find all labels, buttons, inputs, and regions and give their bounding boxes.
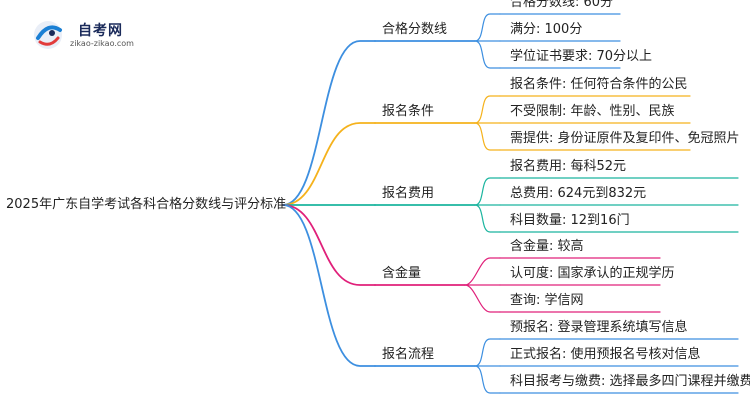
branch-connector xyxy=(282,204,376,286)
leaf-node: 正式报名: 使用预报名号核对信息 xyxy=(510,347,701,362)
branch-node: 报名流程 xyxy=(382,347,435,362)
leaf-connector xyxy=(474,177,501,206)
leaf-connector xyxy=(464,284,501,313)
logo-title: 自考网 xyxy=(78,23,123,39)
leaf-node: 报名条件: 任何符合条件的公民 xyxy=(510,77,688,92)
leaf-connector xyxy=(474,338,501,367)
leaf-node: 查询: 学信网 xyxy=(510,293,584,308)
leaf-node: 科目数量: 12到16门 xyxy=(510,213,630,228)
logo-icon xyxy=(34,21,62,49)
leaf-node: 报名费用: 每科52元 xyxy=(510,159,627,174)
leaf-node: 学位证书要求: 70分以上 xyxy=(510,49,653,64)
branch-node: 报名费用 xyxy=(382,186,435,201)
leaf-connector xyxy=(474,365,501,394)
branch-connector xyxy=(282,122,376,206)
leaf-connector xyxy=(474,204,501,233)
leaf-node: 认可度: 国家承认的正规学历 xyxy=(510,266,675,281)
logo-url: zikao-zikao.com xyxy=(70,39,134,48)
leaf-connector xyxy=(474,95,501,124)
branch-node: 含金量 xyxy=(382,266,422,281)
leaf-node: 合格分数线: 60分 xyxy=(510,0,614,10)
leaf-connector xyxy=(474,13,501,42)
branch-node: 合格分数线 xyxy=(382,22,448,37)
branch-connector xyxy=(282,40,376,206)
leaf-connector xyxy=(474,40,501,69)
leaf-node: 预报名: 登录管理系统填写信息 xyxy=(510,320,688,335)
leaf-node: 需提供: 身份证原件及复印件、免冠照片 xyxy=(510,131,740,146)
leaf-node: 满分: 100分 xyxy=(510,22,583,37)
leaf-node: 含金量: 较高 xyxy=(510,239,584,254)
logo: 自考网 zikao-zikao.com xyxy=(30,18,140,52)
root-node: 2025年广东自学考试各科合格分数线与评分标准 xyxy=(6,197,287,212)
branch-node: 报名条件 xyxy=(382,104,435,119)
leaf-node: 总费用: 624元到832元 xyxy=(510,186,647,201)
leaf-node: 不受限制: 年龄、性别、民族 xyxy=(510,104,675,119)
branch-connector xyxy=(282,204,376,367)
leaf-connector xyxy=(464,257,501,286)
leaf-connector xyxy=(474,122,501,151)
leaf-node: 科目报考与缴费: 选择最多四门课程并缴费 xyxy=(510,374,750,389)
